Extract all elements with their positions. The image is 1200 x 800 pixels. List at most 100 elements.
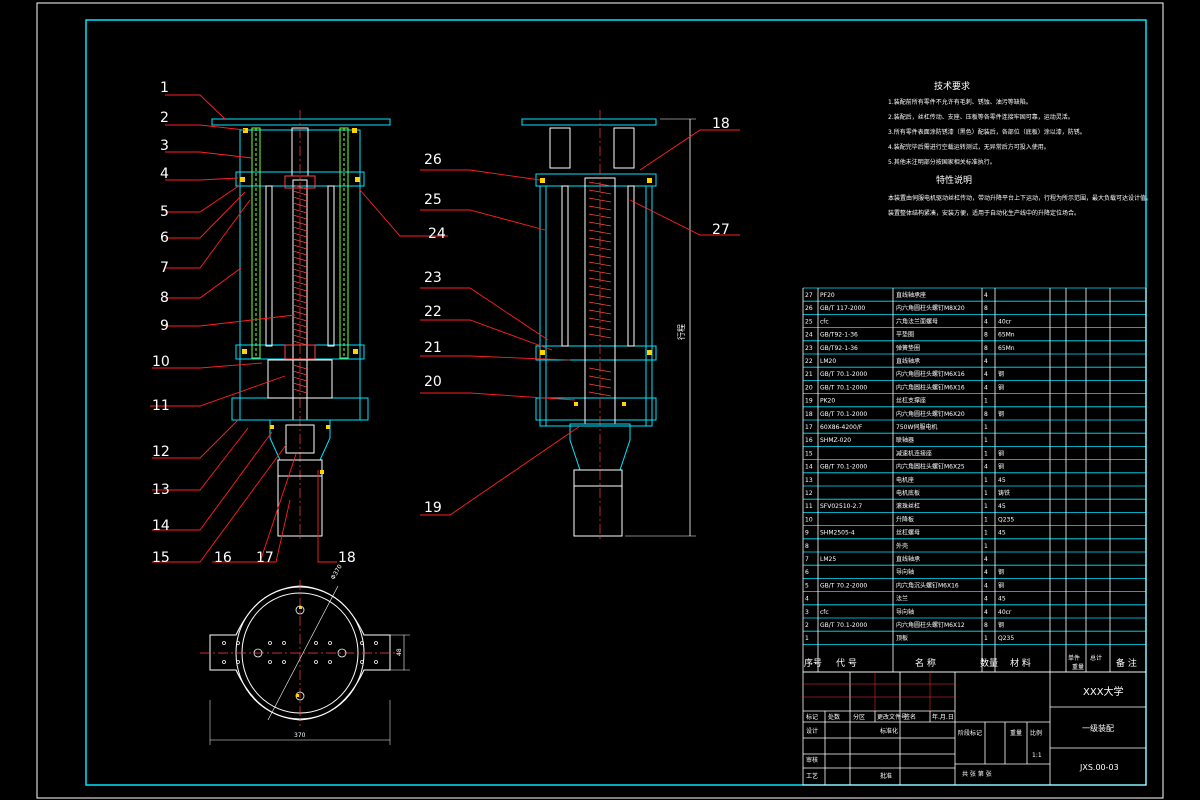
plan-width-dim: 370 [294,732,306,739]
tb-zone: 分区 [853,713,865,721]
bom-cell-no: 17 [805,424,813,431]
tb-scale-label: 比例 [1030,729,1042,737]
bom-cell-name: 直线轴承 [896,357,920,365]
bom-cell-mat: Q235 [998,635,1014,642]
bom-cell-code: GB/T 117-2000 [820,305,865,312]
bom-cell-mat: 65Mn [998,332,1015,339]
callout-13: 13 [152,482,170,498]
bom-cell-code: GB/T 70.1-2000 [820,411,867,418]
bom-cell-code: GB/T 70.1-2000 [820,464,867,471]
bom-cell-code: GB/T 70.2-2000 [820,582,867,589]
callout-21: 21 [424,340,442,356]
callout-25: 25 [424,192,442,208]
bom-cell-no: 21 [805,371,813,378]
plan-diag-dim: Φ370 [330,563,344,581]
callout-18: 18 [338,550,356,566]
bom-header-mat: 材 料 [1010,657,1031,669]
bom-cell-name: 内六角圆柱头螺钉M6X20 [896,410,965,418]
callout-14: 14 [152,518,170,534]
tb-standard: 标准化 [880,727,898,735]
technical-requirements: 技术要求 1.装配前所有零件不允许有毛刺、锈蚀、油污等缺陷。 2.装配后，丝杠传… [888,80,1152,217]
bom-cell-code: SHM2505-4 [820,530,855,537]
callout-27: 27 [712,222,730,238]
callout-3: 3 [160,138,169,154]
bom-cell-name: 滚珠丝杠 [896,502,920,510]
bom-cell-name: 丝杠支撑座 [896,397,926,405]
bom-cell-no: 7 [805,556,809,563]
bom-cell-qty: 4 [984,569,988,576]
bom-cell-qty: 1 [984,635,988,642]
bom-cell-no: 6 [805,569,809,576]
bom-cell-qty: 8 [984,622,988,629]
bom-cell-no: 20 [805,384,813,391]
bom-cell-qty: 4 [984,609,988,616]
bom-cell-name: 导向轴 [896,568,914,576]
bom-cell-code: PF20 [820,292,835,299]
bom-cell-no: 13 [805,477,813,484]
bom-cell-qty: 4 [984,358,988,365]
tb-sheets: 共 张 第 张 [962,770,992,778]
bom-cell-no: 26 [805,305,813,312]
bom-cell-name: 弹簧垫圈 [896,344,920,352]
bom-cell-no: 16 [805,437,813,444]
bom-cell-name: 顶板 [896,634,908,642]
bom-cell-name: 内六角圆柱头螺钉M6X25 [896,463,965,471]
bom-cell-mat: 45 [998,530,1006,537]
bom-cell-qty: 1 [984,543,988,550]
callout-26: 26 [424,152,442,168]
tech-req-title: 技术要求 [934,80,970,92]
callout-22: 22 [424,304,442,320]
callout-4: 4 [160,166,169,182]
bom-header-qty: 数量 [980,657,998,669]
bom-cell-code: SHMZ-020 [820,437,851,444]
tb-process: 工艺 [806,772,818,780]
bom-cell-name: 内六角圆柱头螺钉M8X20 [896,304,965,312]
tb-change-doc: 更改文件号 [877,713,907,721]
bom-cell-name: 电机底板 [896,489,920,497]
top-plate [211,118,391,126]
bom-cell-name: 联轴器 [896,436,914,444]
callout-r-18: 18 [712,116,730,132]
bom-cell-mat: 钢 [998,581,1004,589]
bom-cell-qty: 8 [984,411,988,418]
bom-cell-qty: 1 [984,450,988,457]
bom-cell-no: 15 [805,450,813,457]
drawing-number: JXS.00-03 [1079,763,1119,772]
tech-req-line-4: 4.装配完毕后需进行空载运转测试，无异常后方可投入使用。 [888,143,1050,151]
bom-cell-no: 24 [805,332,813,339]
bom-cell-name: 内六角圆柱头螺钉M6X12 [896,621,965,629]
bom-cell-no: 23 [805,345,813,352]
bom-cell-qty: 1 [984,424,988,431]
bom-cell-qty: 4 [984,318,988,325]
bom-cell-name: 六角法兰面螺母 [896,317,938,325]
bom-cell-code: SFV02510-2.7 [820,503,862,510]
front-view [211,110,391,540]
bom-header-no: 序号 [804,657,822,669]
tb-approve: 批准 [880,772,892,780]
left-leaders [150,94,337,563]
bom-cell-qty: 4 [984,596,988,603]
bom-cell-mat: 钢 [998,410,1004,418]
bom-cell-mat: 45 [998,477,1006,484]
bom-cell-qty: 4 [984,464,988,471]
bom-cell-code: LM25 [820,556,836,563]
bom-header-weight: 重量 [1072,663,1084,671]
callout-9: 9 [160,318,169,334]
tech-req-line-3: 3.所有零件表面涂防锈漆（黑色）配装后，各部位（底板）涂以漆，防锈。 [888,128,1086,136]
tb-sign: 签名 [904,713,916,721]
bom-cell-no: 8 [805,543,809,550]
bom-cell-code: GB/T92-1-36 [820,345,858,352]
callout-11: 11 [152,398,170,414]
servo-motor [277,459,323,537]
bom-cell-name: 内六角沉头螺钉M6X16 [896,581,959,589]
callout-7: 7 [160,260,169,276]
bom-cell-code: GB/T92-1-36 [820,332,858,339]
bom-cell-qty: 8 [984,345,988,352]
bom-cell-name: 内六角圆柱头螺钉M6X16 [896,383,965,391]
bom-cell-name: 导向轴 [896,608,914,616]
bom-cell-mat: Q235 [998,516,1014,523]
bom-cell-name: 外壳 [896,542,908,550]
bom-cell-name: 750W伺服电机 [896,423,937,431]
bom-cell-no: 25 [805,318,813,325]
